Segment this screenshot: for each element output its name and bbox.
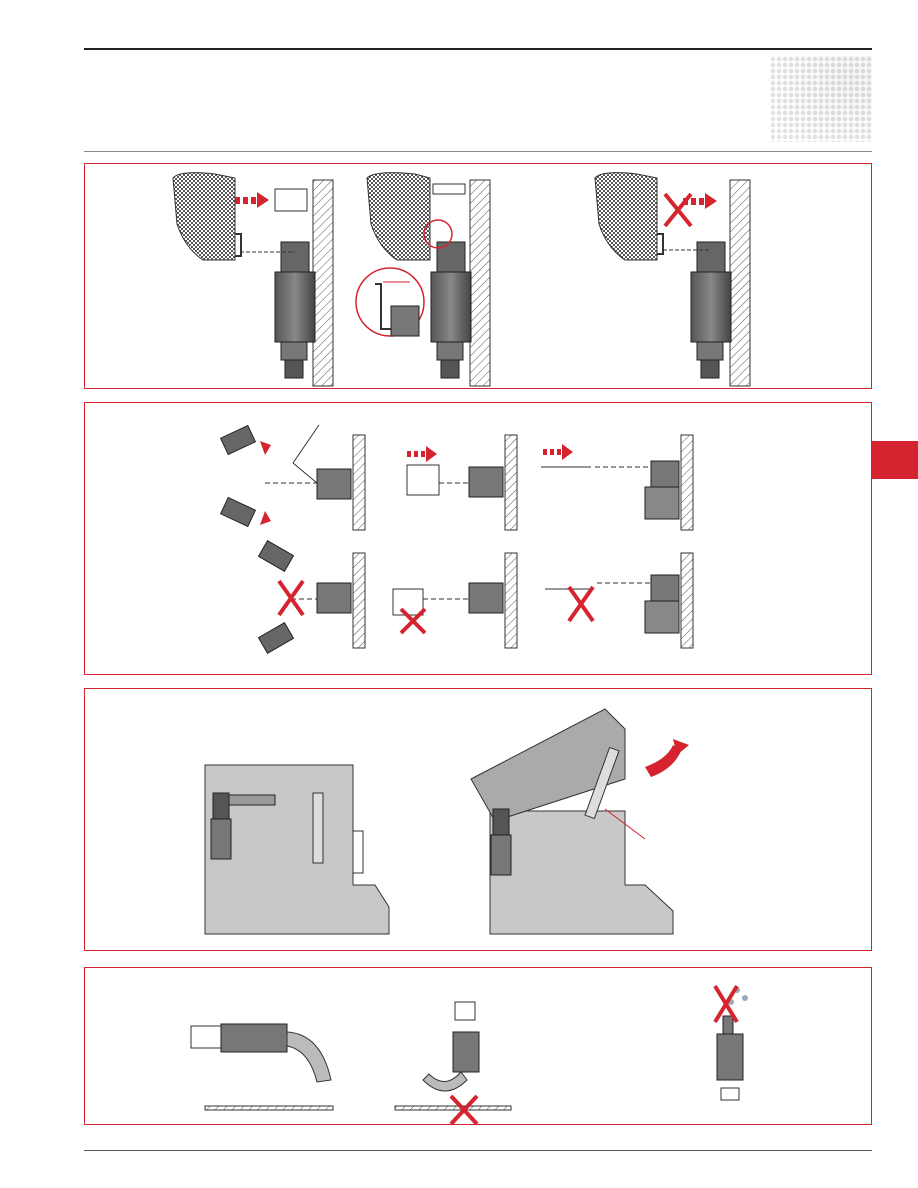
mount-incorrect: [594, 172, 751, 387]
mounting-diagram: [172, 172, 751, 387]
guard-closed: [204, 764, 390, 935]
cable-incorrect-bottom: [394, 1001, 512, 1126]
actuator-angle-diagram: [219, 424, 694, 654]
cable-incorrect-top: [713, 984, 748, 1101]
cable-orientation-diagram: [190, 984, 748, 1126]
prohibited-cross-icon: [567, 585, 595, 623]
angle-incorrect-group: [257, 540, 366, 654]
panel-cable-orientation: [84, 967, 872, 1126]
hinged-guard-diagram: [204, 708, 689, 935]
halftone-corner-graphic: [770, 56, 872, 142]
mount-correct-left: [172, 172, 334, 387]
opening-arrow-icon: [645, 739, 689, 777]
panel-hinged-guard: [84, 688, 872, 951]
insert-arrow-icon: [407, 446, 437, 462]
insert-arrow-icon: [235, 192, 269, 208]
cable-correct: [190, 1023, 334, 1111]
prohibited-cross-icon: [277, 579, 305, 617]
insert-arrow-icon: [543, 444, 573, 460]
side-correct-group: [541, 434, 694, 531]
straight-correct-group: [406, 434, 518, 531]
header-rule-top: [84, 48, 872, 50]
guard-open: [470, 708, 689, 935]
prohibited-cross-icon: [449, 1094, 479, 1126]
offset-incorrect-group: [392, 552, 518, 649]
side-incorrect-group: [545, 552, 694, 649]
chapter-tab: [872, 441, 918, 479]
prohibited-cross-icon: [399, 607, 427, 635]
prohibited-cross-icon: [663, 192, 693, 228]
panel-mounting: [84, 163, 872, 389]
mount-correct-detail: [355, 172, 491, 387]
header-rule-bottom: [84, 151, 872, 152]
footer-rule: [84, 1150, 872, 1151]
angle-correct-group: [219, 424, 366, 531]
panel-actuator-angles: [84, 402, 872, 675]
prohibited-cross-icon: [713, 984, 739, 1024]
